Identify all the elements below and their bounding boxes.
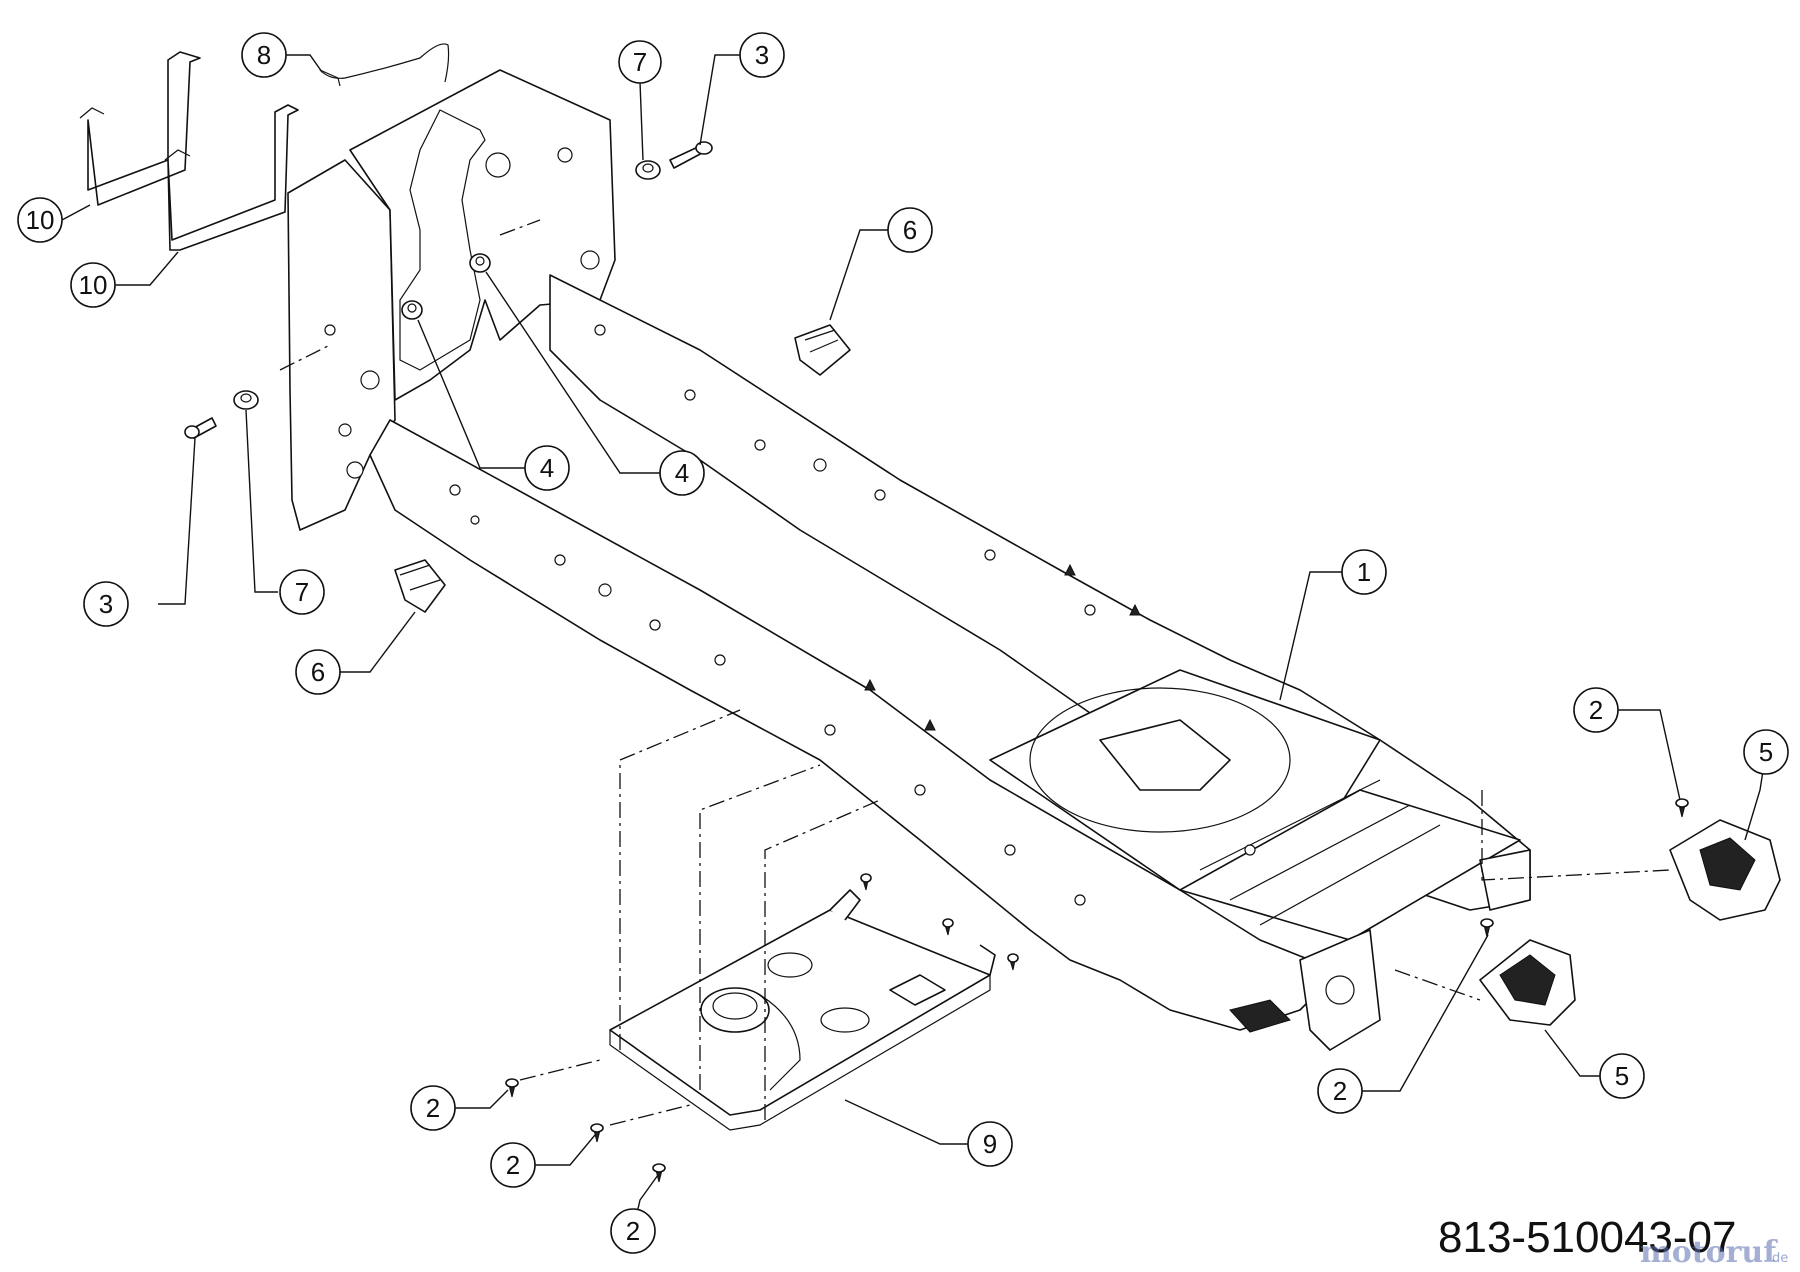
diagram-part-number: 813-510043-07: [1438, 1213, 1736, 1262]
callout-label: 2: [1333, 1076, 1347, 1106]
bracket-10-front: [79, 51, 201, 206]
callout-7-top: 7: [618, 40, 662, 84]
callout-label: 5: [1759, 737, 1773, 767]
callout-label: 1: [1357, 557, 1371, 587]
callout-label: 2: [1589, 695, 1603, 725]
front-bracket-5-right: [1669, 819, 1781, 921]
callout-label: 2: [426, 1093, 440, 1123]
spring-clip-8: [319, 43, 450, 87]
callout-10-front: 10: [17, 197, 63, 243]
bolt-3-rear-top: [669, 141, 713, 169]
callout-label: 10: [79, 270, 108, 300]
callout-label: 5: [1615, 1061, 1629, 1091]
nut-4-b: [469, 253, 491, 273]
callout-6-left: 6: [295, 649, 341, 695]
callout-label: 2: [506, 1150, 520, 1180]
callout-2-plate-a: 2: [410, 1085, 456, 1131]
callout-label: 8: [257, 40, 271, 70]
callout-3-left: 3: [83, 581, 129, 627]
callout-label: 9: [983, 1129, 997, 1159]
callout-3-top: 3: [739, 32, 785, 78]
callout-4-b: 4: [659, 450, 705, 496]
callout-label: 6: [311, 657, 325, 687]
callout-label: 4: [675, 458, 689, 488]
watermark-logo: motoruf: [1640, 1235, 1778, 1270]
front-bracket-5-lower: [1479, 939, 1576, 1026]
callout-2-right: 2: [1573, 687, 1619, 733]
callout-5-lower: 5: [1599, 1053, 1645, 1099]
callout-2-plate-c: 2: [610, 1208, 656, 1254]
main-frame: [287, 69, 1531, 1051]
end-cap-6-left: [394, 559, 446, 613]
skid-plate-9: [609, 889, 996, 1131]
screw-2-group: [505, 798, 1689, 1183]
watermark-suffix: de: [1772, 1251, 1788, 1266]
callout-7-left: 7: [279, 569, 325, 615]
callout-label: 10: [26, 205, 55, 235]
callout-label: 7: [633, 47, 647, 77]
end-cap-6-right: [794, 324, 851, 376]
nut-4-a: [401, 300, 423, 320]
bushing-7-top: [635, 160, 661, 180]
bushing-7-left: [233, 390, 259, 410]
callout-4-a: 4: [524, 445, 570, 491]
callout-8: 8: [241, 32, 287, 78]
callout-label: 4: [540, 453, 554, 483]
callout-6-right: 6: [887, 207, 933, 253]
callout-label: 2: [626, 1216, 640, 1246]
bolt-3-left: [184, 417, 217, 439]
leader-lines: [61, 54, 1767, 1232]
callout-10-rear: 10: [70, 262, 116, 308]
callout-2-lower-right: 2: [1317, 1068, 1363, 1114]
callout-2-plate-b: 2: [490, 1142, 536, 1188]
bracket-10-rear: [164, 104, 299, 251]
callout-label: 7: [295, 577, 309, 607]
callout-1: 1: [1341, 549, 1387, 595]
alignment-lines: [279, 219, 1671, 1126]
callout-label: 3: [99, 589, 113, 619]
callout-9: 9: [967, 1121, 1013, 1167]
callout-label: 3: [755, 40, 769, 70]
callout-label: 6: [903, 215, 917, 245]
callout-5-right: 5: [1743, 729, 1789, 775]
